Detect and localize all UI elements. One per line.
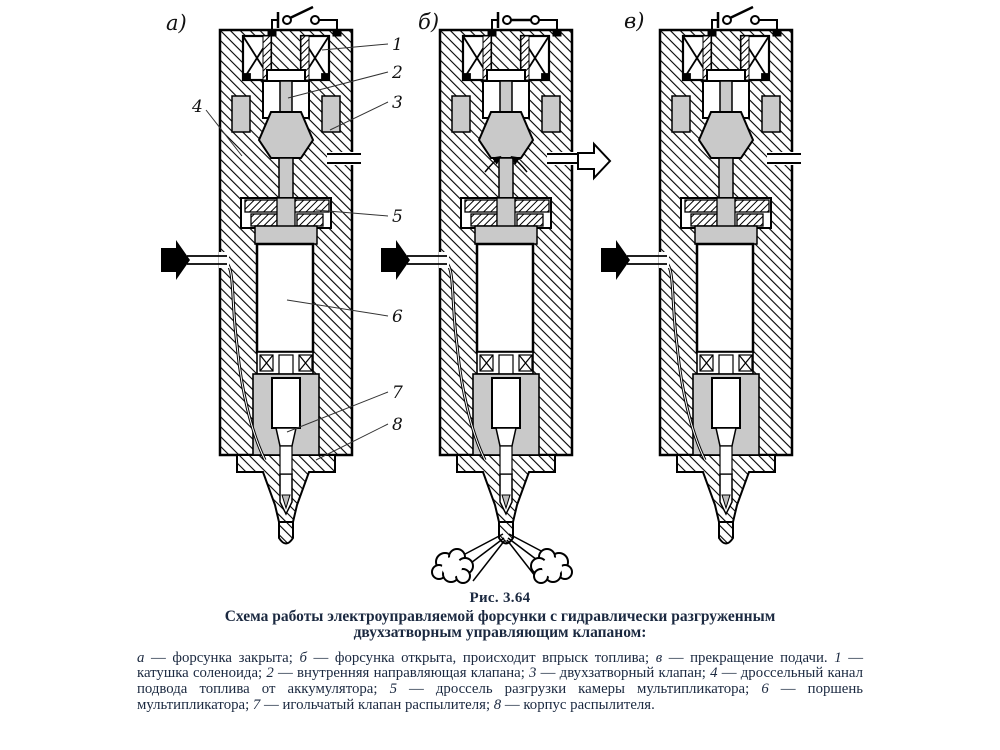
figure-title-line1: Схема работы электроуправляемой форсунки… — [224, 608, 776, 625]
injector-figure-svg: а) б) в) 1 2 3 4 5 6 7 8 — [159, 5, 803, 584]
caption-block: Рис. 3.64 Схема работы электроуправляемо… — [0, 590, 1000, 714]
callout-5: 5 — [392, 207, 403, 227]
figure-legend: а — форсунка закрыта; б — форсунка откры… — [137, 649, 864, 714]
return-flow-arrow-icon — [577, 141, 612, 181]
diagram-label-b: б) — [418, 10, 439, 34]
injector-a — [159, 5, 363, 545]
callout-6: 6 — [392, 307, 403, 327]
callout-4: 4 — [191, 97, 203, 117]
callout-3: 3 — [392, 93, 403, 113]
fuel-spray — [431, 533, 573, 584]
switch-blade-open — [729, 5, 754, 20]
diagram-label-a: а) — [166, 11, 187, 35]
spray-cloud-right — [530, 548, 573, 584]
injector-b — [379, 10, 612, 584]
callout-8: 8 — [392, 415, 403, 435]
callout-leaders — [205, 43, 389, 461]
figure-number: Рис. 3.64 — [469, 590, 531, 606]
callout-2: 2 — [391, 63, 403, 83]
valve-flow-arrows — [484, 155, 528, 173]
figure-title: Схема работы электроуправляемой форсунки… — [0, 608, 1000, 642]
callout-1: 1 — [392, 35, 403, 55]
figure-title-line2: двухзатворным управляющим клапаном: — [353, 624, 647, 642]
switch-blade-open — [289, 5, 314, 20]
spray-cloud-left — [431, 548, 474, 584]
diagram-label-v: в) — [624, 9, 644, 33]
callout-7: 7 — [392, 383, 403, 403]
injector-v — [599, 5, 803, 545]
